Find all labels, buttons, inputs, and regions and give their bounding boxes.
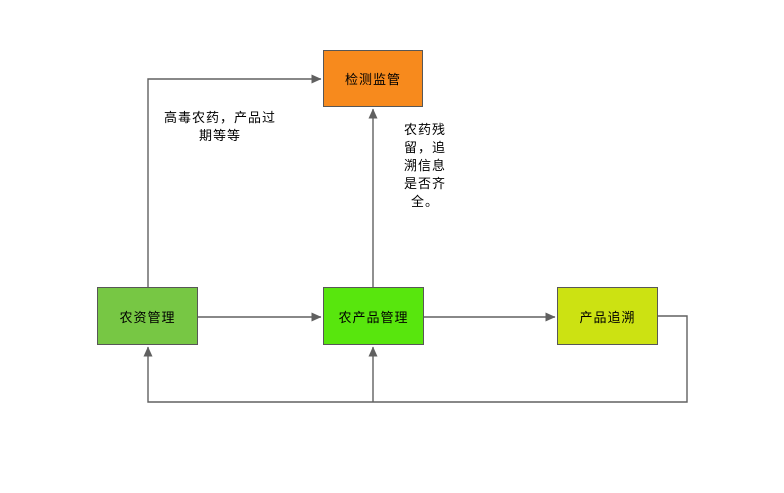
- node-label: 产品追溯: [579, 309, 636, 325]
- node-product-traceability[interactable]: 产品追溯: [557, 287, 658, 345]
- node-label: 农资管理: [119, 309, 176, 325]
- node-inspection-supervision[interactable]: 检测监管: [323, 50, 423, 107]
- annotation-toxic-pesticides-expired-products: 高毒农药，产品过 期等等: [163, 110, 276, 143]
- node-agricultural-materials-management[interactable]: 农资管理: [97, 287, 198, 345]
- node-label: 农产品管理: [338, 309, 409, 325]
- annotation-pesticide-residue-trace-info: 农药残 留，追 溯信息 是否齐 全。: [403, 122, 446, 209]
- node-label: 检测监管: [344, 72, 401, 87]
- node-agricultural-products-management[interactable]: 农产品管理: [323, 287, 424, 345]
